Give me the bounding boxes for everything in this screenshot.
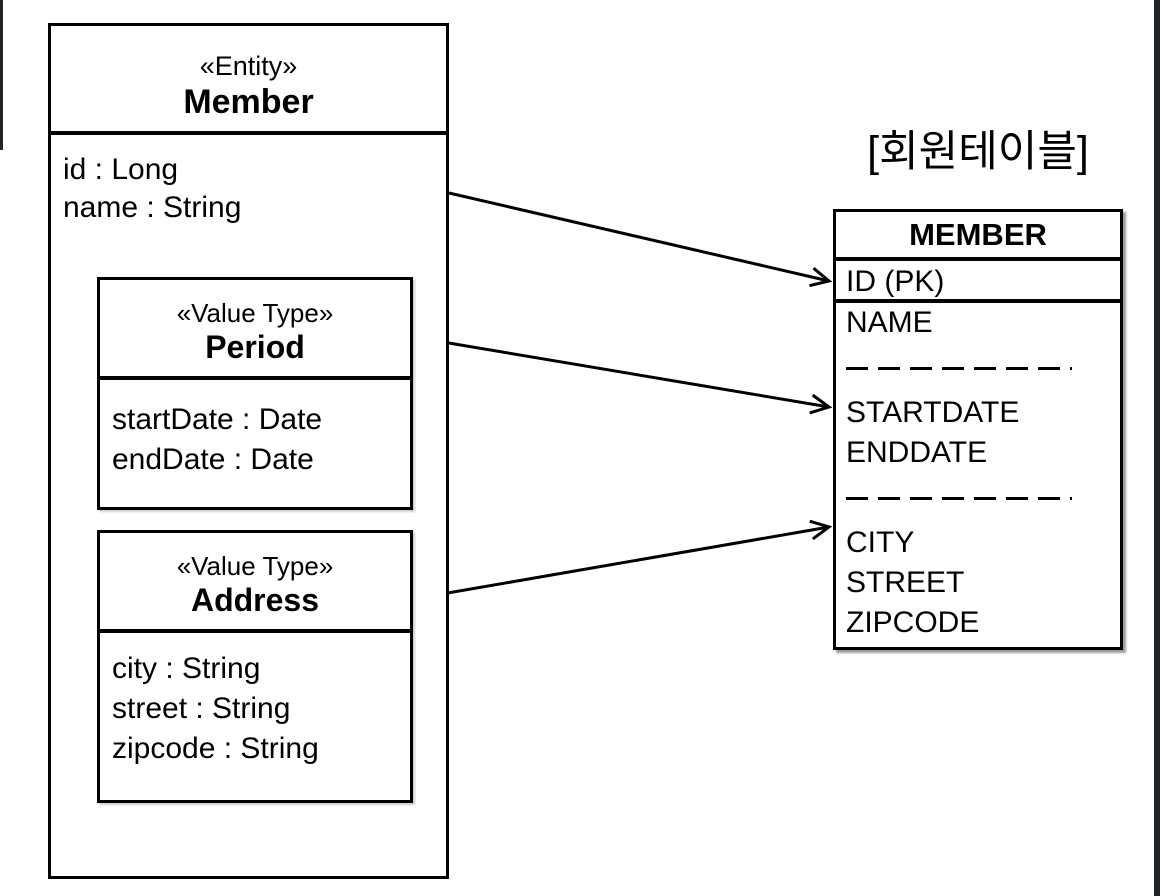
address-stereotype: «Value Type» xyxy=(176,551,334,581)
period-attributes: startDate : Date endDate : Date xyxy=(100,380,410,480)
attribute-zipcode: zipcode : String xyxy=(112,732,319,765)
attribute-enddate: endDate : Date xyxy=(112,443,314,476)
period-name: Period xyxy=(205,329,305,365)
attribute-city: city : String xyxy=(112,652,261,685)
table-row-city: CITY xyxy=(846,526,915,559)
table-row-id-pk: ID (PK) xyxy=(836,261,1120,303)
table-caption-korean: [회원테이블] xyxy=(867,128,1089,176)
attribute-name: name : String xyxy=(63,191,242,224)
period-header: «Value Type» Period xyxy=(100,280,410,380)
valuetype-period-box: «Value Type» Period startDate : Date end… xyxy=(97,277,413,510)
entity-member-header: «Entity» Member xyxy=(51,26,446,135)
table-row-enddate: ENDDATE xyxy=(846,436,988,469)
entity-name: Member xyxy=(183,83,314,121)
table-separator xyxy=(836,343,1120,393)
attribute-id: id : Long xyxy=(63,153,179,186)
table-row-street: STREET xyxy=(846,566,965,599)
table-body: NAME STARTDATE ENDDATE CITY STREET ZIPCO… xyxy=(836,303,1120,643)
entity-attributes: id : Long name : String xyxy=(51,135,446,227)
attribute-street: street : String xyxy=(112,692,291,725)
table-row-zipcode: ZIPCODE xyxy=(846,606,980,639)
arrow-address-to-city xyxy=(412,519,833,601)
table-separator xyxy=(836,473,1120,523)
valuetype-address-box: «Value Type» Address city : String stree… xyxy=(97,530,413,803)
dashed-divider xyxy=(846,496,1072,500)
period-stereotype: «Value Type» xyxy=(176,298,334,328)
entity-stereotype: «Entity» xyxy=(199,51,298,81)
dashed-divider xyxy=(846,366,1072,370)
address-name: Address xyxy=(190,582,320,618)
address-attributes: city : String street : String zipcode : … xyxy=(100,633,410,769)
arrow-period-to-startdate xyxy=(412,335,833,415)
screen-edge-left xyxy=(0,0,3,150)
screen-edge-right xyxy=(1154,0,1160,896)
address-header: «Value Type» Address xyxy=(100,533,410,633)
attribute-startdate: startDate : Date xyxy=(112,403,323,436)
table-title: MEMBER xyxy=(836,212,1120,261)
table-row-startdate: STARTDATE xyxy=(846,396,1020,429)
member-db-table: MEMBER ID (PK) NAME STARTDATE ENDDATE CI… xyxy=(833,209,1123,650)
arrow-member-to-id xyxy=(448,191,833,288)
table-row-name: NAME xyxy=(846,306,933,339)
